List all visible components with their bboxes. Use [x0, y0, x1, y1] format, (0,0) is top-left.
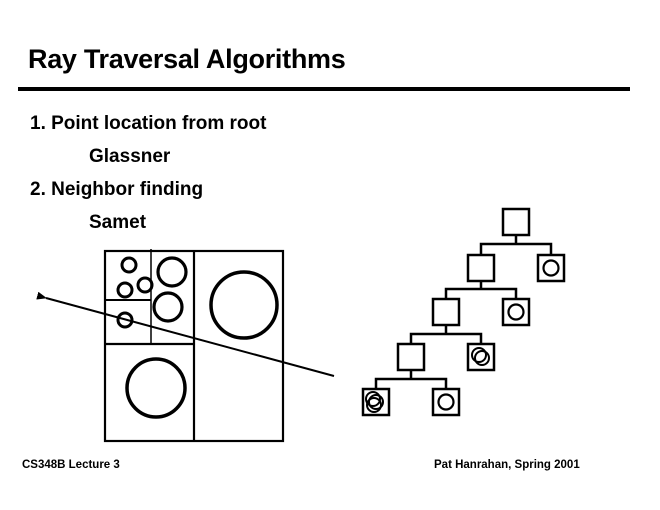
leaf-object-icon	[542, 259, 560, 277]
list-item-2: 2. Neighbor finding	[30, 179, 204, 200]
tree-node-internal	[431, 297, 461, 327]
tree-node-internal	[466, 253, 496, 283]
leaf-object-icon	[471, 347, 487, 363]
list-item-1: 1. Point location from root	[30, 113, 267, 134]
leaf-object-icon	[507, 303, 525, 321]
circle-object	[136, 276, 154, 294]
slide-title: Ray Traversal Algorithms	[28, 44, 346, 74]
tree-leaf	[361, 387, 391, 417]
circle-object	[120, 256, 138, 274]
leaf-object-icon	[437, 393, 455, 411]
quadtree-hierarchy	[361, 207, 566, 417]
circle-object	[152, 291, 184, 323]
list-subitem-2: Samet	[89, 212, 147, 233]
circle-object	[156, 256, 188, 288]
tree-node-root	[501, 207, 531, 237]
tree-edge	[479, 235, 553, 255]
tree-leaf	[536, 253, 566, 283]
tree-edge	[444, 280, 518, 299]
tree-leaf	[431, 387, 461, 417]
circle-object	[116, 311, 134, 329]
footer-author: Pat Hanrahan, Spring 2001	[434, 459, 580, 471]
leaf-object-icon	[366, 397, 382, 413]
list-subitem-1: Glassner	[89, 146, 171, 167]
tree-edge	[409, 325, 483, 344]
leaf-object-icon	[365, 391, 381, 407]
circle-object	[116, 281, 134, 299]
tree-edge	[374, 370, 448, 389]
title-underline	[18, 87, 630, 91]
leaf-object-icon	[474, 350, 490, 366]
quadtree-subdivision	[103, 249, 285, 443]
tree-leaf	[501, 297, 531, 327]
tree-node-internal	[396, 342, 426, 372]
footer-course: CS348B Lecture 3	[22, 459, 120, 471]
ray-arrow	[36, 291, 335, 377]
tree-leaf	[466, 342, 496, 372]
leaf-object-icon	[368, 394, 384, 410]
circle-object	[125, 357, 187, 419]
circle-object	[209, 270, 279, 340]
